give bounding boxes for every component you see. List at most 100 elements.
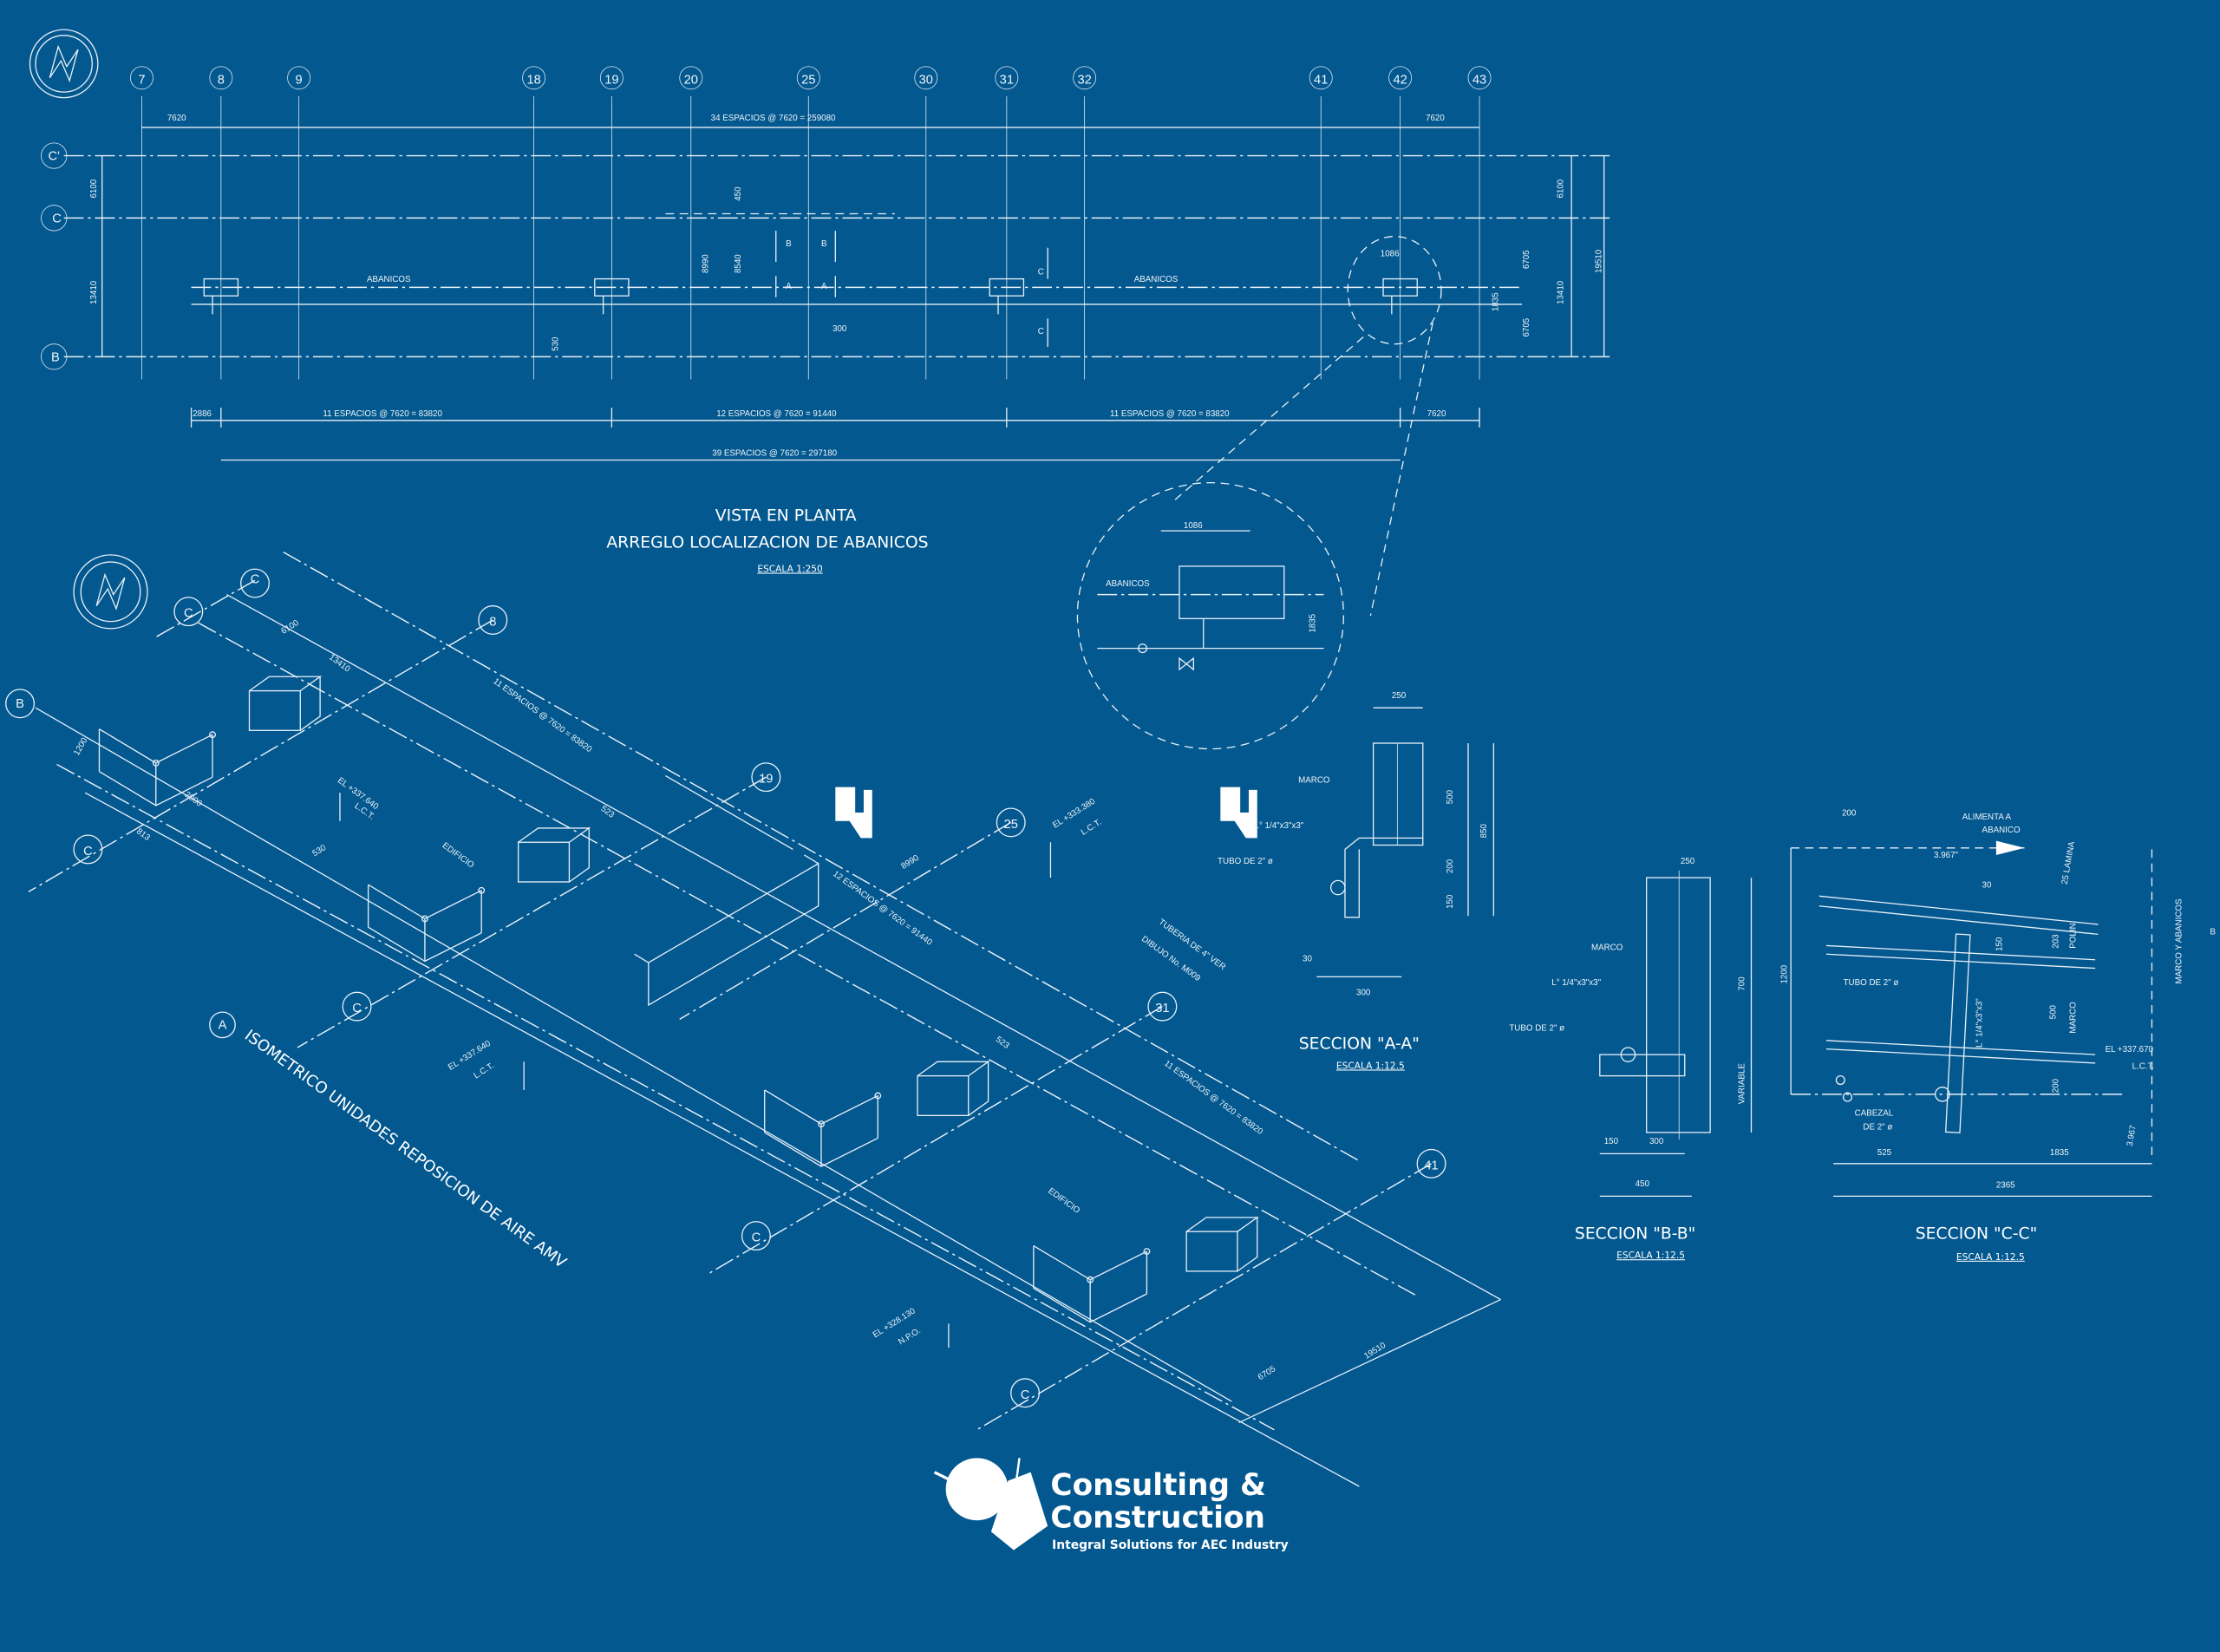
isometric-title: ISOMETRICO UNIDADES REPOSICION DE AIRE A… [241, 1027, 570, 1273]
pipe-circle [1620, 1047, 1636, 1062]
dim-label: 150 [1995, 937, 2004, 951]
dim-label: 13410 [89, 280, 99, 304]
elevation-ref: N.P.O. [897, 1326, 923, 1347]
grid-column-label: 7 [138, 73, 145, 87]
grid-bubble [751, 762, 781, 793]
callout-label: ABANICO [1982, 826, 2021, 835]
grid-bubble [741, 1221, 771, 1251]
pipe-assembly [98, 728, 213, 806]
dim-label: 1835 [1491, 292, 1500, 311]
dim-label: 250 [1392, 691, 1407, 701]
pipe-joint [478, 886, 486, 894]
grid-bubble [1073, 66, 1097, 90]
drawing-geometry [5, 66, 2153, 1487]
grid-column-label: 9 [296, 73, 303, 87]
grid-bubble [209, 66, 233, 90]
dim-label: 850 [1479, 823, 1489, 838]
marco [1372, 742, 1424, 846]
dim-label: 525 [1877, 1148, 1892, 1158]
pipe-joint [152, 759, 160, 767]
isometric-grid-line [976, 1163, 1432, 1431]
isometric-grid-line [28, 619, 493, 893]
north-marker-icon [835, 787, 872, 839]
grid-bubble [995, 66, 1019, 90]
pipe-assembly [764, 1089, 878, 1167]
grid-bubble [1467, 66, 1492, 90]
dim-label: 39 ESPACIOS @ 7620 = 297180 [712, 449, 837, 459]
dim-label: 6705 [1522, 250, 1531, 269]
pipe-joint [421, 915, 428, 923]
grid-column-label: 43 [1472, 73, 1486, 87]
pipe-point [1842, 1092, 1853, 1102]
fan-label: ABANICOS [367, 275, 411, 284]
callout-label: L° 1/4"x3"x3" [1975, 998, 1985, 1048]
plan-title: VISTA EN PLANTA [715, 507, 857, 526]
grid-bubble [522, 66, 546, 90]
dim-label: 8990 [899, 853, 921, 872]
isometric-line [84, 792, 1360, 1487]
grid-bubble [5, 689, 36, 719]
callout-label: DE 2" ø [1863, 1123, 1892, 1133]
polin-line [1818, 905, 2099, 936]
dim-label: 530 [551, 336, 560, 351]
dim-label: 30 [1982, 881, 1992, 891]
grid-bubble [41, 205, 68, 232]
spacing-label: 12 ESPACIOS @ 7620 = 91440 [831, 869, 934, 948]
plan-dimensions: 7620 34 ESPACIOS @ 7620 = 259080 7620 28… [89, 114, 1603, 575]
spacing-label: 11 ESPACIOS @ 7620 = 83820 [492, 676, 594, 754]
pipe-point [1835, 1074, 1845, 1086]
dim-label: 8540 [734, 254, 743, 273]
dim-label: 30 [1303, 954, 1312, 963]
grid-column-label: 30 [919, 73, 933, 87]
section-title: SECCION "C-C" [1916, 1224, 2038, 1243]
callout-label: CABEZAL [1855, 1108, 1894, 1118]
section-title: SECCION "B-B" [1575, 1224, 1695, 1243]
isometric-line [283, 551, 1360, 1162]
section-mark: A [821, 282, 827, 291]
section-mark: C [1038, 327, 1044, 336]
grid-bubble-label: 25 [1004, 818, 1018, 832]
callout-label: 25 LAMINA [2060, 840, 2078, 885]
isometric-grid-line [708, 1005, 1163, 1275]
north-arrow-icon [73, 554, 148, 630]
logo-tagline: Integral Solutions for AEC Industry [1052, 1538, 1289, 1552]
dim-label: 11 ESPACIOS @ 7620 = 83820 [323, 409, 442, 419]
callout-label: MARCO [2068, 1002, 2078, 1034]
title-marker: A [219, 1019, 227, 1033]
grid-bubble [1010, 1378, 1041, 1408]
section-scale: ESCALA 1:12.5 [1616, 1250, 1685, 1261]
dim-label: VARIABLE [1737, 1063, 1747, 1105]
dim-label: 500 [2048, 1004, 2058, 1019]
polin-line [1825, 953, 2096, 970]
isometric-grid-line [155, 579, 256, 638]
polin-line [1825, 944, 2096, 961]
grid-bubble-label: C [83, 845, 93, 859]
fan-unit [594, 278, 630, 297]
grid-bubble-label: C [1021, 1388, 1030, 1402]
grid-bubble [679, 66, 703, 90]
callout-label: POLIN [2068, 923, 2078, 948]
grid-bubble-label: C [251, 573, 260, 587]
fan-unit [203, 278, 239, 297]
plan-subtitle: ARREGLO LOCALIZACION DE ABANICOS [606, 534, 928, 552]
pipe-note: TUBERIA DE 4" VER [1157, 917, 1227, 972]
grid-bubble [996, 807, 1026, 838]
dim-label: 1200 [1779, 964, 1789, 983]
dim-label: 11 ESPACIOS @ 7620 = 83820 [1110, 409, 1230, 419]
dim-label: 200 [1446, 859, 1455, 873]
dim-label: 19510 [1594, 249, 1603, 273]
isometric-line [56, 763, 1275, 1431]
detail-callout-circle [1347, 235, 1442, 345]
detail-labels: 1086 ABANICOS 1835 [1106, 521, 1318, 633]
duct-section [634, 854, 819, 1007]
section-mark: C [1038, 268, 1044, 278]
dim-label: 450 [734, 186, 743, 201]
dim-label: 3.967" [1934, 851, 1958, 860]
dim-label: 3.967 [2125, 1125, 2138, 1147]
pipe-circle [1330, 879, 1346, 896]
grid-bubble [599, 66, 624, 90]
dim-label: 2000 [183, 790, 205, 809]
grid-bubble [1147, 991, 1178, 1022]
callout-label: TUBO DE 2" ø [1218, 857, 1273, 866]
section-mark: B [821, 239, 827, 249]
